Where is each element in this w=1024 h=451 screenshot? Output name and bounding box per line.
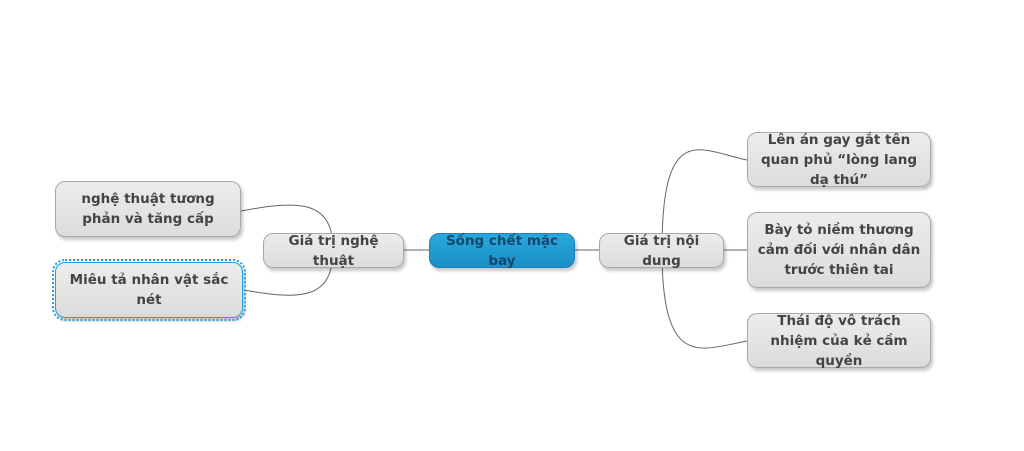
central-topic[interactable]: Sống chết mặc bay	[429, 232, 575, 269]
central-topic-label: Sống chết mặc bay	[445, 232, 559, 269]
topic-irresponsible-rulers[interactable]: Thái độ vô trách nhiệm của kẻ cầm quyền	[747, 312, 931, 369]
topic-sympathy-people[interactable]: Bày tỏ niềm thương cảm đối với nhân dân …	[747, 212, 931, 288]
connector-right-child-1	[661, 149, 748, 251]
branch-art-value-label: Giá trị nghệ thuật	[288, 232, 379, 269]
connector-right-child-3	[661, 249, 748, 349]
topic-irresponsible-rulers-label: Thái độ vô trách nhiệm của kẻ cầm quyền	[770, 312, 908, 369]
topic-condemn-official-label: Lên án gay gắt tên quan phủ “lòng lang d…	[760, 131, 918, 188]
topic-sympathy-people-label: Bày tỏ niềm thương cảm đối với nhân dân …	[757, 222, 921, 278]
topic-contrast-technique[interactable]: nghệ thuật tương phản và tăng cấp	[55, 181, 241, 237]
topic-character-portrayal[interactable]: Miêu tả nhân vật sắc nét	[52, 259, 246, 321]
topic-condemn-official[interactable]: Lên án gay gắt tên quan phủ “lòng lang d…	[747, 131, 931, 188]
branch-art-value[interactable]: Giá trị nghệ thuật	[263, 232, 404, 269]
topic-contrast-technique-label: nghệ thuật tương phản và tăng cấp	[81, 191, 215, 227]
branch-content-value-label: Giá trị nội dung	[623, 232, 700, 269]
topic-character-portrayal-label: Miêu tả nhân vật sắc nét	[69, 272, 229, 308]
branch-content-value[interactable]: Giá trị nội dung	[599, 232, 724, 269]
